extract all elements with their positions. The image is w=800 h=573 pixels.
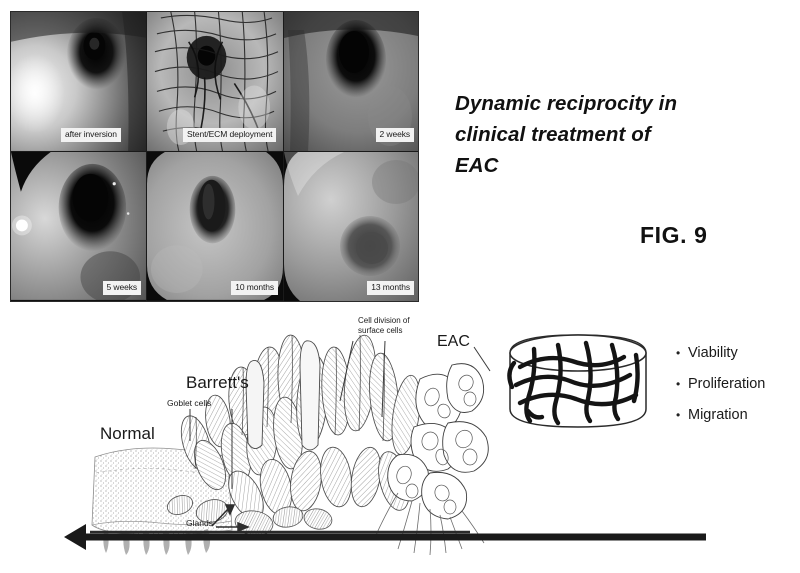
glands-arrows	[211, 504, 251, 533]
photo-caption: Stent/ECM deployment	[183, 128, 277, 142]
photo-panel-stent-ecm-deployment: Stent/ECM deployment	[147, 12, 284, 152]
label-goblet-cells: Goblet cells	[167, 398, 212, 408]
leader-celldiv-a	[339, 340, 354, 402]
label-glands: Glands	[186, 518, 213, 528]
list-item: • Viability	[676, 345, 796, 376]
photo-caption: 13 months	[367, 281, 414, 295]
endoscopy-photo-icon	[147, 12, 283, 151]
ecm-scaffold-cylinder-icon	[507, 334, 647, 428]
label-cell-division-line-1: Cell division of	[358, 316, 410, 325]
photo-caption: 10 months	[231, 281, 278, 295]
photo-caption: 5 weeks	[102, 281, 141, 295]
leader-celldiv-b	[381, 340, 386, 418]
list-item: • Proliferation	[676, 376, 796, 407]
bullet-icon: •	[676, 377, 681, 391]
endoscopy-photo-icon	[284, 12, 418, 151]
bullet-icon: •	[676, 346, 681, 360]
label-barretts: Barrett's	[186, 373, 249, 392]
bullet-icon: •	[676, 408, 681, 422]
figure-title: Dynamic reciprocity in clinical treatmen…	[455, 88, 775, 181]
endoscopy-photo-icon	[11, 12, 146, 151]
photo-panel-5-weeks: 5 weeks	[11, 152, 147, 301]
eac-tumour-region	[375, 363, 489, 556]
photo-panel-13-months: 13 months	[284, 152, 418, 301]
endoscopy-photo-grid: after inversion	[10, 11, 419, 302]
list-item-label: Viability	[688, 345, 738, 361]
leader-eac	[473, 346, 491, 372]
outcomes-list: • Viability • Proliferation • Migration	[676, 345, 796, 438]
glands-region	[166, 495, 333, 536]
label-cell-division: Cell division of surface cells	[358, 316, 410, 335]
list-item-label: Migration	[688, 407, 748, 423]
left-arrow-icon	[64, 524, 706, 550]
barretts-villi-region	[180, 334, 421, 520]
figure-number-label: FIG. 9	[640, 222, 708, 248]
label-cell-division-line-2: surface cells	[358, 325, 403, 335]
list-item-label: Proliferation	[688, 376, 766, 392]
photo-caption: after inversion	[61, 128, 121, 142]
photo-panel-10-months: 10 months	[147, 152, 284, 301]
figure-title-line-1: Dynamic reciprocity in	[455, 92, 678, 115]
photo-panel-2-weeks: 2 weeks	[284, 12, 418, 152]
label-normal: Normal	[100, 424, 155, 443]
figure-title-line-3: EAC	[455, 154, 499, 177]
figure-title-line-2: clinical treatment of	[455, 123, 651, 146]
endoscopy-photo-icon	[284, 152, 418, 301]
histology-artwork	[64, 334, 706, 556]
histology-progression-diagram	[0, 305, 800, 573]
endoscopy-photo-icon	[147, 152, 283, 300]
photo-panel-after-inversion: after inversion	[11, 12, 147, 152]
endoscopy-photo-icon	[11, 152, 146, 300]
label-eac: EAC	[437, 333, 470, 350]
leader-lines	[189, 340, 491, 489]
list-item: • Migration	[676, 407, 796, 438]
photo-caption: 2 weeks	[375, 128, 414, 142]
